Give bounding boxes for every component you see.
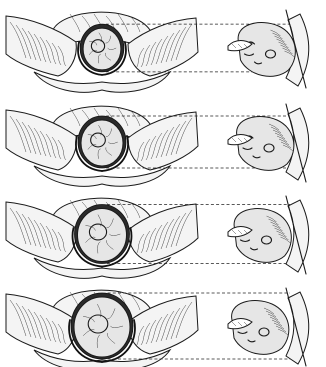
fetal-head (83, 28, 121, 70)
fetal-head (81, 120, 123, 166)
stage-panel (6, 196, 309, 278)
lateral-view (228, 10, 309, 88)
fetal-head (78, 209, 127, 262)
stage-panel (6, 288, 309, 367)
stage-panel (6, 104, 309, 186)
fetal-head-profile (237, 117, 294, 171)
fetal-head (74, 297, 130, 357)
perineal-view (6, 290, 198, 367)
stage-panel (6, 10, 309, 92)
lateral-view (228, 288, 309, 366)
lateral-view (228, 196, 309, 274)
perineal-view (6, 106, 198, 186)
fetal-head-profile (238, 23, 295, 77)
perineal-view (6, 198, 198, 278)
